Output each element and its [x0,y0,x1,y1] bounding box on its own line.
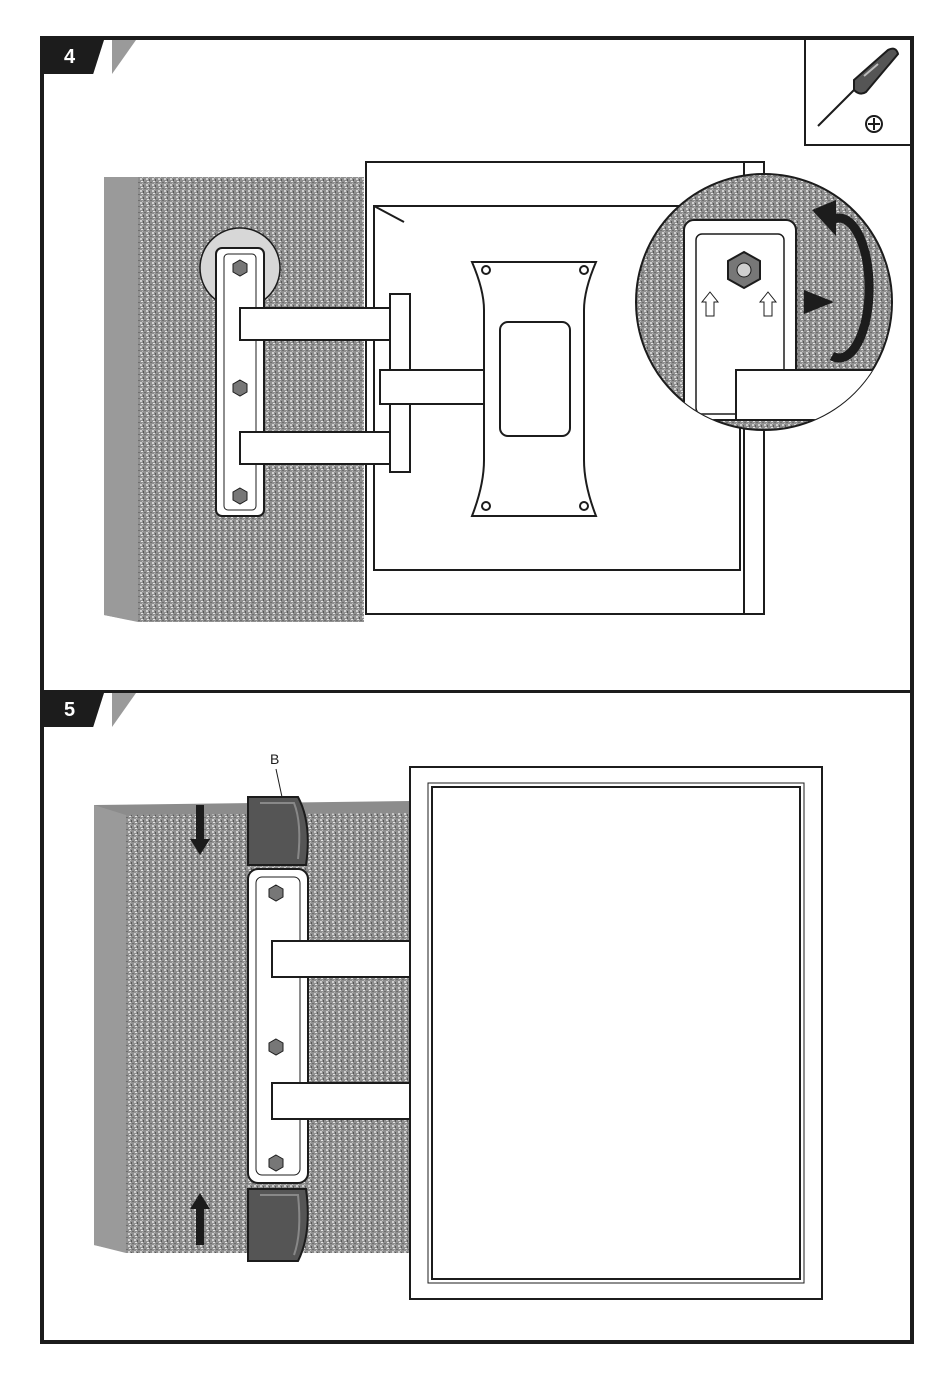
wall-plate [248,869,308,1183]
step-4-illustration [44,40,910,690]
step-4-badge: 4 [44,40,136,74]
step-5-panel: B 5 [44,693,910,1340]
step-5-badge: 5 [44,693,136,727]
wall-cover-label: B [270,751,279,767]
tool-box [804,40,910,146]
vesa-bracket [472,262,596,516]
zoom-detail [636,174,906,430]
tv-front [410,767,822,1299]
phillips-head-icon [806,40,910,144]
badge-shade [112,693,136,727]
step-number: 4 [64,46,75,69]
step-5-illustration [44,693,910,1340]
step-number: 5 [64,699,75,722]
wall-cover-bottom [248,1189,308,1261]
badge-shade [112,40,136,74]
callout-leader [276,769,282,797]
instruction-page: 4 [40,36,914,1344]
step-4-panel: 4 [44,40,910,693]
wall-cover-top [248,797,308,865]
